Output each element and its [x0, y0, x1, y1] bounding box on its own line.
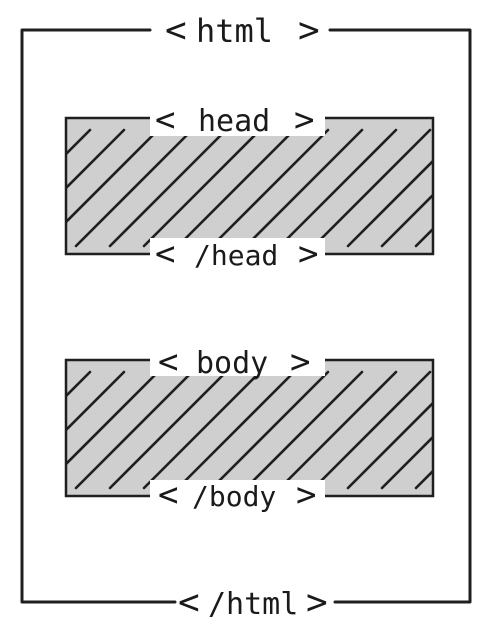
html-close-label: /html — [208, 587, 298, 622]
head-close-right-bracket: > — [298, 234, 318, 274]
head-open-left-bracket: < — [155, 100, 175, 140]
html-open-tag: < html > — [165, 10, 320, 51]
head-hatch-line — [210, 128, 330, 248]
body-close-right-bracket: > — [296, 475, 316, 515]
body-hatch-line — [176, 370, 296, 490]
body-hatch-line — [380, 435, 433, 490]
head-close-left-bracket: < — [155, 234, 175, 274]
head-hatch-line — [74, 128, 194, 248]
head-hatching — [0, 128, 433, 248]
head-hatch-line — [244, 128, 364, 248]
body-open-right-bracket: > — [290, 342, 310, 382]
html-close-right-bracket: > — [306, 582, 328, 623]
head-hatch-line — [312, 128, 432, 248]
body-hatch-line — [346, 401, 433, 490]
body-close-label: /body — [192, 480, 276, 513]
body-hatch-line — [0, 372, 56, 488]
html-close-left-bracket: < — [178, 582, 200, 623]
body-open-gap — [150, 344, 325, 376]
head-hatch-line — [66, 128, 126, 190]
head-open-label: head — [198, 104, 270, 139]
body-hatch-line — [74, 370, 194, 490]
head-close-label: /head — [194, 239, 278, 272]
head-hatch-line — [66, 128, 160, 224]
html-open-right-bracket: > — [298, 10, 320, 51]
head-hatch-line — [108, 128, 228, 248]
body-hatch-line — [278, 370, 398, 490]
head-open-gap — [150, 104, 325, 136]
head-box — [0, 104, 435, 270]
html-open-label: html — [196, 12, 273, 50]
body-hatch-line — [244, 370, 364, 490]
head-hatch-line — [66, 128, 92, 156]
body-hatch-line — [142, 370, 262, 490]
head-close-tag: < /head > — [155, 234, 318, 274]
head-hatch-line — [346, 159, 433, 248]
body-open-left-bracket: < — [158, 342, 178, 382]
body-hatch-line — [312, 370, 432, 490]
body-hatching — [0, 370, 433, 490]
head-hatch-line — [278, 128, 398, 248]
body-box — [0, 344, 435, 512]
head-hatch-line — [0, 130, 56, 246]
body-close-left-bracket: < — [158, 475, 178, 515]
body-close-tag: < /body > — [158, 475, 316, 515]
body-hatch-line — [66, 370, 160, 466]
head-open-right-bracket: > — [294, 100, 314, 140]
html-frame — [20, 28, 472, 604]
body-hatch-line — [66, 370, 126, 432]
head-hatch-line — [142, 128, 262, 248]
body-hatch-line — [108, 370, 228, 490]
body-hatch-line — [66, 370, 92, 398]
head-close-gap — [150, 238, 325, 270]
body-hatch-line — [210, 370, 330, 490]
head-hatch-line — [176, 128, 296, 248]
body-open-label: body — [196, 346, 268, 381]
head-open-tag: < head > — [155, 100, 314, 140]
body-close-gap — [150, 480, 325, 512]
html-close-tag: < /html > — [178, 582, 328, 623]
html-open-left-bracket: < — [165, 10, 187, 51]
body-open-tag: < body > — [158, 342, 310, 382]
head-hatch-line — [380, 193, 433, 248]
